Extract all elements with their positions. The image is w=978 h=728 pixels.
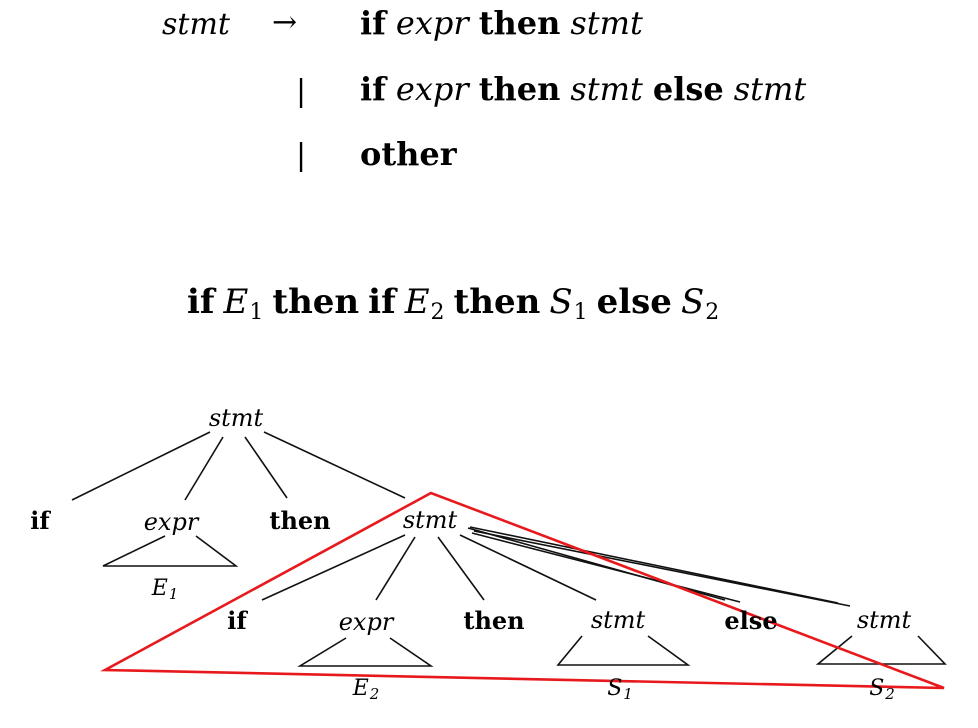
s2-sub: 2 [885, 685, 895, 703]
sent-e1-base: E [223, 282, 249, 322]
prod1-then: then [478, 4, 561, 42]
prod2-expr: expr [395, 70, 469, 108]
sent-s2: S2 [680, 282, 720, 325]
sent-then-1: then [272, 282, 360, 322]
tree-node-root-stmt: stmt [208, 404, 264, 432]
triangle-e1 [102, 535, 239, 567]
grammar-alt-bar-2: | [296, 138, 307, 173]
tree-node-expr-outer: expr [143, 508, 199, 536]
highlight-triangle [100, 491, 945, 690]
sent-s2-base: S [680, 282, 705, 322]
s1-sub: 1 [623, 685, 633, 703]
edge-inner-expr [375, 536, 416, 601]
sent-s2-sub: 2 [705, 300, 720, 325]
prod2-stmt: stmt [570, 70, 643, 108]
sent-if-1: if [187, 282, 215, 322]
grammar-alt-bar-1: | [296, 74, 307, 109]
sent-then-2: then [453, 282, 541, 322]
triangle-s2 [815, 635, 947, 665]
grammar-lhs: stmt [162, 7, 230, 42]
edge-root-expr [184, 436, 224, 501]
tree-node-stmt-inner: stmt [402, 506, 458, 534]
sent-s1-sub: 1 [573, 300, 588, 325]
prod2-then: then [478, 70, 561, 108]
grammar-production-3: other [360, 135, 457, 173]
tree-leaf-then-outer: then [269, 506, 331, 535]
edge-root-if [71, 431, 211, 501]
prod3-other: other [360, 135, 457, 173]
e2-base: E [352, 676, 369, 701]
edge-root-stmt [263, 431, 406, 499]
sent-else: else [596, 282, 672, 322]
s2-base: S [869, 676, 885, 701]
tree-leaf-then-inner: then [463, 606, 525, 635]
triangle-s1 [556, 635, 691, 666]
edge-inner-then [437, 536, 485, 601]
tree-node-expr-inner: expr [338, 608, 394, 636]
edge-root-then [244, 436, 288, 499]
edge-inner-stmt [459, 534, 597, 601]
e1-base: E [151, 576, 168, 601]
sent-e1: E1 [223, 282, 264, 325]
tree-subtree-s2: S2 [869, 676, 895, 703]
sent-s1: S1 [549, 282, 588, 325]
tree-node-stmt-s2: stmt [856, 606, 912, 634]
prod1-if: if [360, 4, 386, 42]
grammar-arrow: → [272, 5, 298, 40]
edge-inner-stmt2-b [473, 530, 851, 607]
tree-leaf-if-outer: if [30, 506, 50, 535]
tree-edge-group [71, 431, 947, 667]
tree-subtree-s1: S1 [607, 676, 633, 703]
e2-sub: 2 [369, 685, 380, 703]
tree-subtree-e2: E2 [353, 676, 380, 703]
tree-leaf-else: else [724, 606, 778, 635]
e1-sub: 1 [168, 585, 179, 603]
sent-e2: E2 [404, 282, 445, 325]
sent-e2-sub: 2 [430, 300, 445, 325]
prod2-stmt-2: stmt [733, 70, 807, 108]
tree-node-stmt-s1: stmt [590, 606, 646, 634]
tree-subtree-e1: E1 [152, 576, 179, 603]
triangle-e2 [297, 637, 434, 667]
tree-leaf-if-inner: if [227, 606, 247, 635]
prod2-else: else [652, 70, 724, 108]
prod1-expr: expr [395, 4, 469, 42]
edge-inner-if [261, 534, 406, 601]
sent-s1-base: S [549, 282, 573, 322]
s1-base: S [607, 676, 623, 701]
sent-if-2: if [368, 282, 396, 322]
sent-e2-base: E [404, 282, 430, 322]
edge-inner-stmt2-a [469, 526, 839, 604]
prod2-if: if [360, 70, 386, 108]
edge-inner-else-b [471, 532, 741, 603]
prod1-stmt: stmt [570, 4, 643, 42]
sent-e1-sub: 1 [249, 300, 264, 325]
